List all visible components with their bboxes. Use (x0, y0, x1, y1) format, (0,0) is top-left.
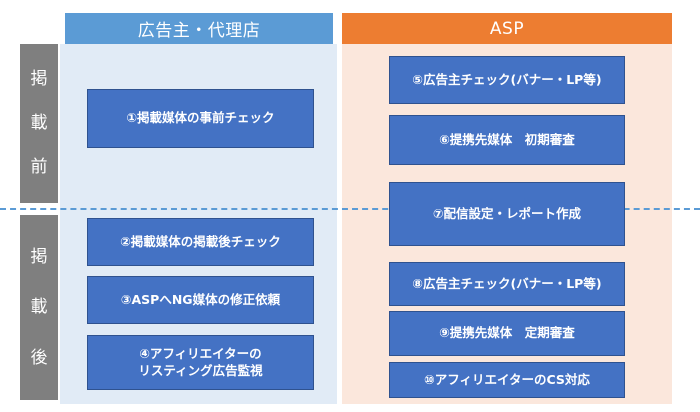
step-6-box: ⑥提携先媒体 初期審査 (389, 115, 625, 165)
step-6-label: ⑥提携先媒体 初期審査 (439, 131, 575, 147)
step-10-box: ⑩アフィリエイターのCS対応 (389, 362, 625, 398)
step-2-label: ②掲載媒体の掲載後チェック (120, 233, 281, 249)
phase-before-char-2: 載 (30, 113, 48, 133)
step-9-box: ⑨提携先媒体 定期審査 (389, 311, 625, 356)
step-1-label: ①掲載媒体の事前チェック (126, 110, 275, 126)
phase-before-char-1: 掲 (30, 69, 48, 89)
phase-after-label: 掲 載 後 (20, 215, 58, 400)
phase-after-char-2: 載 (30, 297, 48, 317)
phase-before-char-3: 前 (30, 157, 48, 177)
step-7-label: ⑦配信設定・レポート作成 (432, 205, 582, 221)
step-3-box: ③ASPへNG媒体の修正依頼 (87, 276, 314, 324)
step-5-label: ⑤広告主チェック(バナー・LP等) (412, 71, 602, 87)
step-5-box: ⑤広告主チェック(バナー・LP等) (389, 56, 625, 104)
phase-after-char-3: 後 (30, 347, 48, 368)
advertiser-header: 広告主・代理店 (65, 13, 333, 44)
phase-after-char-1: 掲 (30, 246, 48, 267)
step-9-label: ⑨提携先媒体 定期審査 (439, 325, 575, 341)
advertiser-header-label: 広告主・代理店 (137, 21, 261, 41)
step-4-box: ④アフィリエイターの リスティング広告監視 (87, 335, 314, 390)
step-7-box: ⑦配信設定・レポート作成 (389, 182, 625, 246)
step-1-box: ①掲載媒体の事前チェック (87, 89, 314, 148)
asp-header-label: ASP (489, 18, 525, 39)
step-3-label: ③ASPへNG媒体の修正依頼 (120, 291, 281, 307)
phase-before-label: 掲 載 前 (20, 44, 58, 203)
phase-divider (0, 208, 700, 210)
step-4-label: ④アフィリエイターの リスティング広告監視 (138, 345, 263, 378)
step-8-box: ⑧広告主チェック(バナー・LP等) (389, 262, 625, 306)
step-2-box: ②掲載媒体の掲載後チェック (87, 218, 314, 266)
step-10-label: ⑩アフィリエイターのCS対応 (424, 371, 590, 387)
step-8-label: ⑧広告主チェック(バナー・LP等) (412, 275, 602, 291)
asp-header: ASP (342, 13, 672, 44)
